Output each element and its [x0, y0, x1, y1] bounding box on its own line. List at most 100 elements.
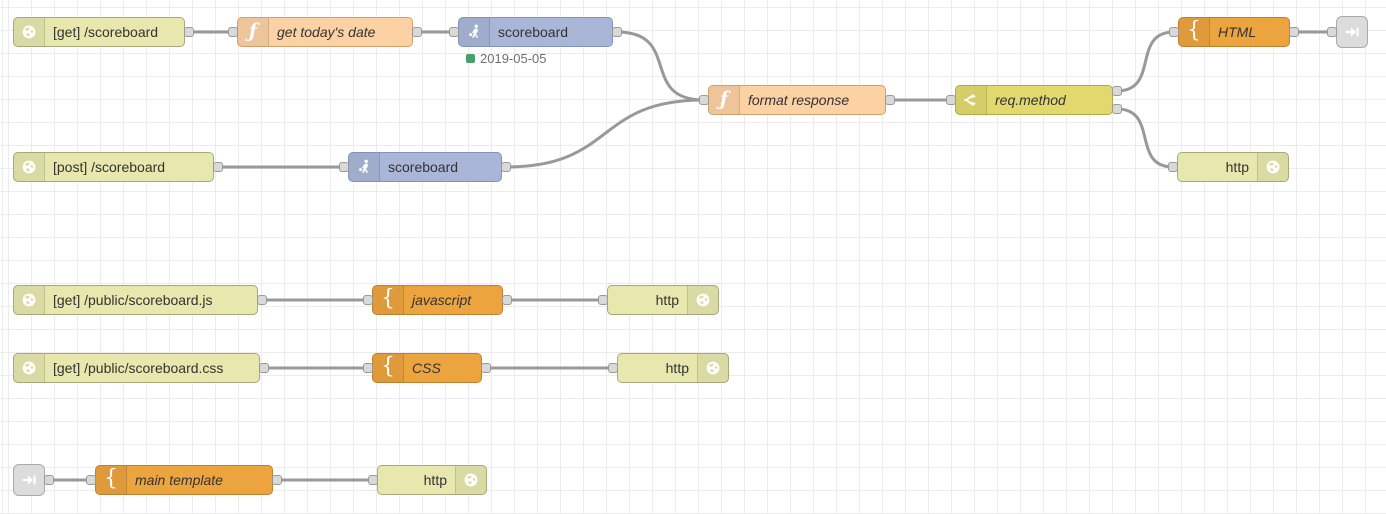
output-port[interactable]	[257, 295, 267, 305]
node-icon-strip: {	[373, 354, 404, 382]
input-port[interactable]	[1327, 27, 1337, 37]
globe-icon	[21, 159, 37, 175]
node-get-css[interactable]: [get] /public/scoreboard.css	[13, 353, 260, 383]
node-label: http	[423, 472, 447, 488]
output-port[interactable]	[612, 27, 622, 37]
status-text: 2019-05-05	[480, 51, 547, 66]
input-port[interactable]	[946, 95, 956, 105]
output-port[interactable]	[1112, 104, 1122, 114]
node-label: http	[1225, 159, 1249, 175]
node-label: main template	[135, 472, 223, 488]
node-format-response[interactable]: ƒ format response	[708, 85, 886, 115]
node-icon-strip: {	[1179, 18, 1210, 46]
node-icon-strip	[1257, 153, 1288, 181]
node-label: [get] /scoreboard	[53, 24, 159, 40]
node-label: scoreboard	[388, 159, 459, 175]
input-port[interactable]	[86, 475, 96, 485]
function-icon: ƒ	[248, 19, 258, 42]
node-link-out[interactable]	[1336, 16, 1368, 48]
output-port[interactable]	[1289, 27, 1299, 37]
node-post-scoreboard[interactable]: [post] /scoreboard	[13, 152, 214, 182]
input-port[interactable]	[1168, 162, 1178, 172]
wire[interactable]	[504, 98, 706, 169]
wire[interactable]	[1115, 107, 1175, 169]
node-icon-strip: ƒ	[709, 86, 740, 114]
node-icon-strip: {	[96, 466, 127, 494]
output-port[interactable]	[501, 162, 511, 172]
node-http-js[interactable]: http	[607, 285, 719, 315]
node-icon-strip	[687, 286, 718, 314]
output-port[interactable]	[885, 95, 895, 105]
node-label: req.method	[995, 92, 1066, 108]
curly-brace-icon: {	[104, 465, 118, 491]
node-label: format response	[748, 92, 850, 108]
input-port[interactable]	[449, 27, 459, 37]
node-get-scoreboard[interactable]: [get] /scoreboard	[13, 17, 185, 47]
input-port[interactable]	[228, 27, 238, 37]
curly-brace-icon: {	[1187, 17, 1201, 43]
input-port[interactable]	[598, 295, 608, 305]
node-icon-strip	[697, 354, 728, 382]
node-link-in[interactable]	[13, 464, 45, 496]
output-port[interactable]	[272, 475, 282, 485]
wire[interactable]	[1115, 30, 1176, 93]
output-port[interactable]	[481, 363, 491, 373]
node-http-css[interactable]: http	[617, 353, 729, 383]
node-icon-strip	[956, 86, 987, 114]
input-port[interactable]	[363, 363, 373, 373]
output-port[interactable]	[1112, 86, 1122, 96]
node-label: http	[655, 292, 679, 308]
function-icon: ƒ	[719, 87, 729, 110]
input-port[interactable]	[608, 363, 618, 373]
node-http-main[interactable]: http	[377, 465, 487, 495]
curly-brace-icon: {	[381, 285, 395, 311]
output-port[interactable]	[259, 363, 269, 373]
globe-icon	[705, 360, 721, 376]
globe-icon	[1265, 159, 1281, 175]
node-label: javascript	[412, 292, 472, 308]
node-css-tpl[interactable]: {CSS	[372, 353, 482, 383]
output-port[interactable]	[412, 27, 422, 37]
status-dot-icon	[466, 54, 475, 63]
input-port[interactable]	[368, 475, 378, 485]
node-label: [get] /public/scoreboard.css	[53, 360, 224, 376]
node-req-method[interactable]: req.method	[955, 85, 1113, 115]
node-icon-strip	[14, 354, 45, 382]
node-icon-strip	[455, 466, 486, 494]
output-port[interactable]	[184, 27, 194, 37]
node-status: 2019-05-05	[466, 51, 547, 66]
node-icon-strip	[349, 153, 380, 181]
node-get-js[interactable]: [get] /public/scoreboard.js	[13, 285, 258, 315]
globe-icon	[21, 24, 37, 40]
node-icon-strip	[14, 18, 45, 46]
node-js-tpl[interactable]: { javascript	[372, 285, 503, 315]
node-scoreboard2[interactable]: scoreboard	[348, 152, 502, 182]
input-port[interactable]	[363, 295, 373, 305]
wire[interactable]	[615, 30, 706, 102]
nba-player-icon	[466, 24, 482, 40]
output-port[interactable]	[44, 475, 54, 485]
node-icon-strip	[14, 286, 45, 314]
curly-brace-icon: {	[381, 353, 395, 379]
output-port[interactable]	[502, 295, 512, 305]
input-port[interactable]	[339, 162, 349, 172]
node-html[interactable]: {HTML	[1178, 17, 1290, 47]
input-port[interactable]	[699, 95, 709, 105]
node-icon-strip	[459, 18, 490, 46]
node-main-tpl[interactable]: { main template	[95, 465, 273, 495]
node-label: [post] /scoreboard	[53, 159, 166, 175]
node-http1[interactable]: http	[1177, 152, 1289, 182]
link-arrow-icon	[21, 472, 37, 488]
output-port[interactable]	[213, 162, 223, 172]
input-port[interactable]	[1169, 27, 1179, 37]
node-label: [get] /public/scoreboard.js	[53, 292, 213, 308]
node-label: scoreboard	[498, 24, 569, 40]
nba-player-icon	[356, 159, 372, 175]
node-scoreboard1[interactable]: scoreboard	[458, 17, 613, 47]
globe-icon	[21, 292, 37, 308]
globe-icon	[695, 292, 711, 308]
globe-icon	[463, 472, 479, 488]
